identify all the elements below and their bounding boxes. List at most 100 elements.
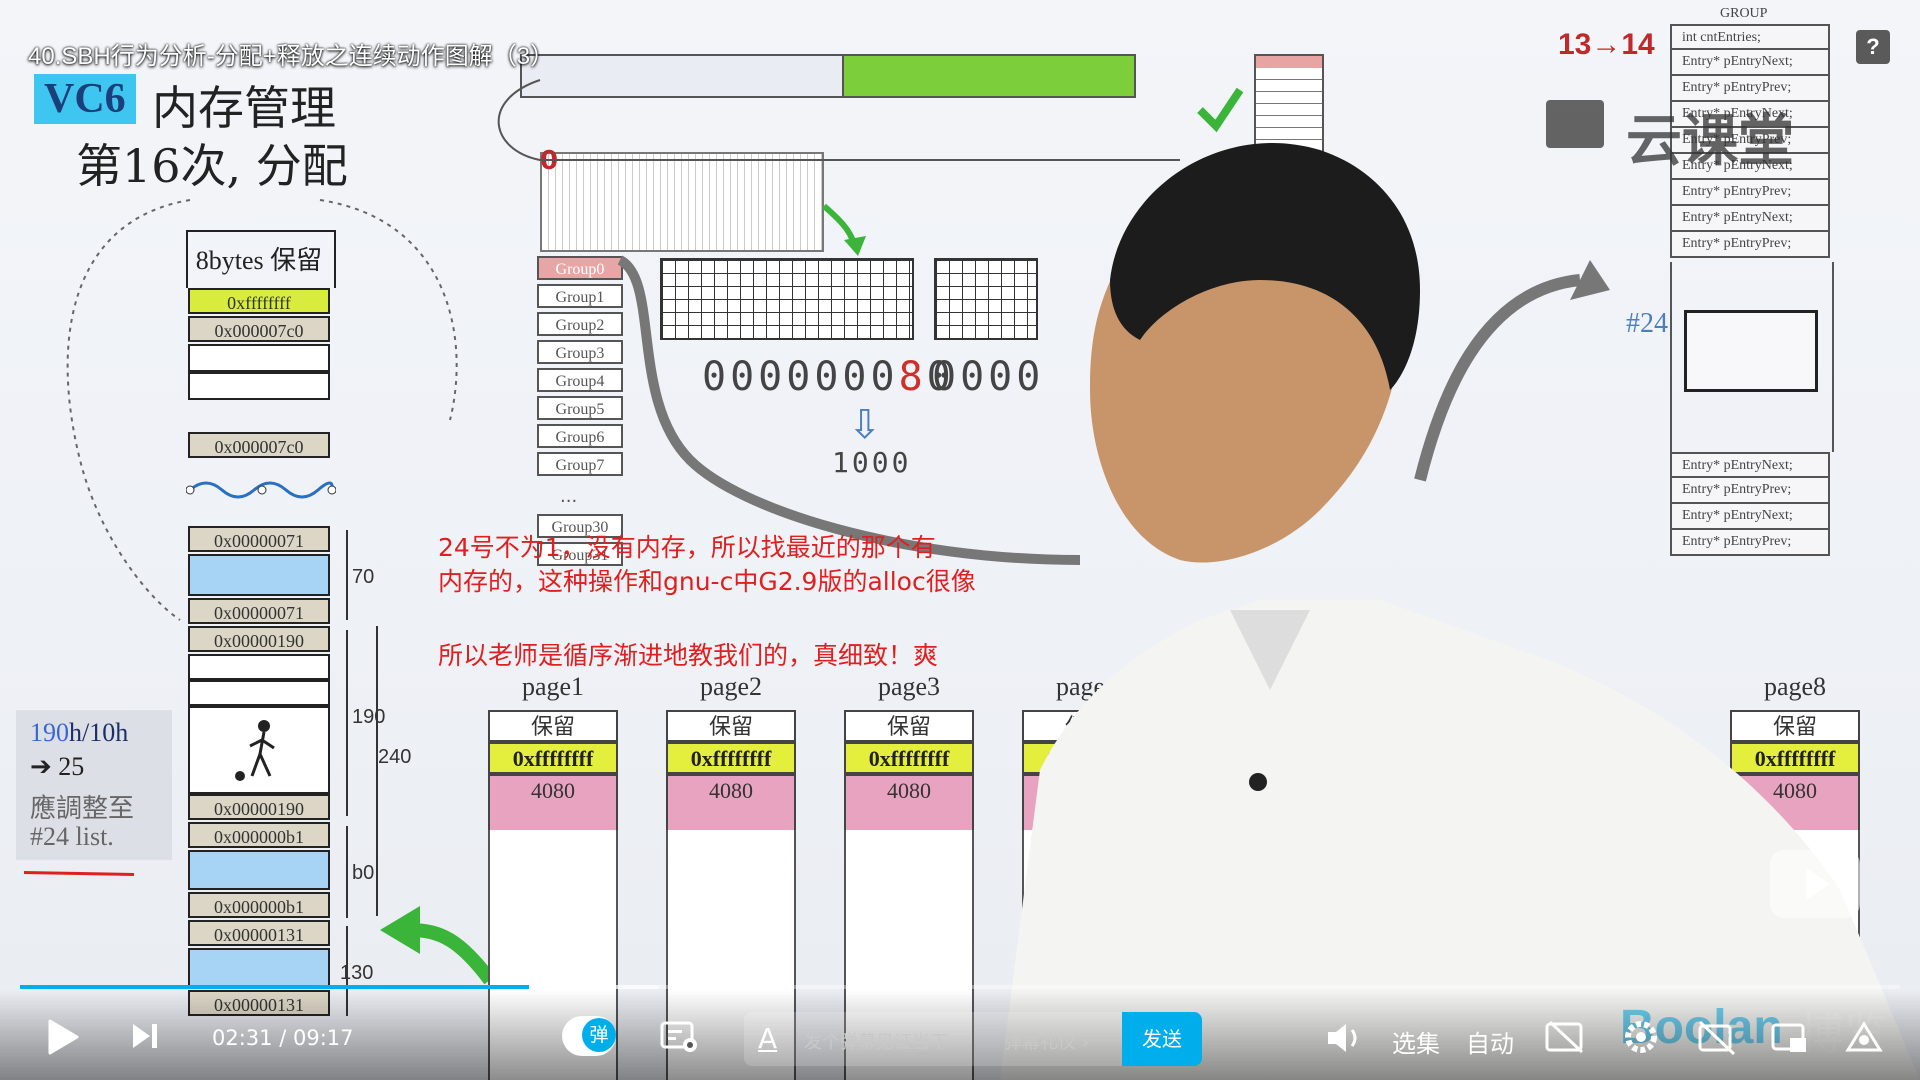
bitmap-grid bbox=[660, 258, 914, 340]
green-check-icon bbox=[1197, 87, 1244, 133]
entry-table-bottom: Entry* pEntryNext; Entry* pEntryPrev; En… bbox=[1670, 452, 1830, 556]
green-arrow-small-icon bbox=[822, 203, 866, 256]
page-marker: 0xffffffff bbox=[488, 742, 618, 774]
header-list-bar bbox=[520, 54, 844, 98]
memory-cell bbox=[188, 706, 330, 794]
progress-bar[interactable] bbox=[20, 985, 1900, 989]
group-item: Group0 bbox=[537, 256, 623, 280]
page-title: page2 bbox=[699, 672, 763, 701]
info-line: 190h/10h bbox=[30, 718, 128, 748]
info-box: 190h/10h ➔ 25 應調整至 #24 list. bbox=[16, 710, 172, 860]
fullscreen-icon bbox=[1845, 1021, 1883, 1052]
current-time: 02:31 bbox=[212, 1026, 273, 1050]
auto-quality-button[interactable]: 自动 bbox=[1466, 1030, 1514, 1058]
group-item: Group3 bbox=[537, 340, 623, 364]
page-marker: 0xffffffff bbox=[844, 742, 974, 774]
bits-highlight: 8 bbox=[898, 354, 927, 400]
memory-cell bbox=[188, 344, 330, 372]
memory-cell: 0x00000071 bbox=[188, 526, 330, 552]
region-box bbox=[540, 152, 824, 252]
settings-button[interactable] bbox=[1620, 1016, 1662, 1058]
page-value: 4080 bbox=[666, 774, 796, 832]
entry-row: Entry* pEntryPrev; bbox=[1670, 232, 1830, 258]
dotted-curve bbox=[66, 199, 458, 621]
group-item: Group4 bbox=[537, 368, 623, 392]
page-body bbox=[844, 830, 974, 1080]
memory-cell bbox=[188, 554, 330, 596]
slide-subtitle: 第16次, 分配 bbox=[76, 139, 348, 193]
page-marker: 0xffffffff bbox=[666, 742, 796, 774]
page-value: 4080 bbox=[488, 774, 618, 832]
send-button[interactable]: 发送 bbox=[1122, 1012, 1202, 1066]
info-line: #24 list. bbox=[30, 822, 114, 851]
page-reserved: 保留 bbox=[1730, 710, 1860, 742]
danmaku-toggle[interactable]: 弹 bbox=[562, 1016, 616, 1056]
dim-label: 190 bbox=[352, 706, 386, 728]
play-button[interactable] bbox=[46, 1018, 80, 1056]
video-title: 40.SBH行为分析-分配+释放之连续动作图解（3） bbox=[28, 43, 555, 70]
page-reserved: 保留 bbox=[666, 710, 796, 742]
entry-row: Entry* pEntryPrev; bbox=[1670, 128, 1830, 154]
bitmap-grid bbox=[934, 258, 1038, 340]
memory-cell: 0x00000131 bbox=[188, 920, 330, 946]
column-label: 8bytes 保留 bbox=[195, 246, 323, 275]
page-reserved: 保留 bbox=[488, 710, 618, 742]
info-line: 應調整至 bbox=[30, 794, 135, 823]
memory-cell bbox=[188, 850, 330, 890]
danmaku-settings-icon bbox=[660, 1021, 697, 1052]
dim-label: 240 bbox=[378, 746, 412, 768]
episodes-button[interactable]: 选集 bbox=[1392, 1030, 1440, 1058]
page-reserved: 保留 bbox=[844, 710, 974, 742]
memory-cell bbox=[188, 372, 330, 400]
group-item: Group1 bbox=[537, 284, 623, 308]
pip-button[interactable] bbox=[1696, 1018, 1738, 1058]
slide-number: 13→14 bbox=[1558, 28, 1655, 61]
page-title: page1 bbox=[521, 672, 585, 701]
danmaku-style-icon[interactable]: A bbox=[758, 1022, 778, 1055]
dim-label: 70 bbox=[352, 566, 375, 588]
entry-row: Entry* pEntryNext; bbox=[1670, 154, 1830, 180]
next-icon bbox=[133, 1024, 157, 1048]
connector-curves bbox=[497, 79, 1610, 565]
help-button[interactable]: ? bbox=[1856, 30, 1890, 64]
fullscreen-button[interactable] bbox=[1844, 1020, 1884, 1056]
page-title: page8 bbox=[1763, 672, 1827, 701]
group-item: Group7 bbox=[537, 452, 623, 476]
danmaku-input[interactable]: A 发个弹幕见证当下 弹幕礼仪 › bbox=[744, 1012, 1122, 1066]
dim-line bbox=[376, 626, 378, 916]
group-label: GROUP bbox=[1720, 6, 1768, 21]
bits-prefix: 0000000 bbox=[702, 354, 899, 400]
progress-fill bbox=[20, 985, 530, 989]
danmaku-etiquette-link[interactable]: 弹幕礼仪 › bbox=[1004, 1032, 1089, 1053]
duration: 09:17 bbox=[292, 1026, 354, 1050]
subtitle-button[interactable] bbox=[1544, 1018, 1586, 1056]
page-title: page3 bbox=[877, 672, 941, 701]
dim-label: 130 bbox=[340, 962, 374, 984]
info-rest: h/10h bbox=[69, 718, 129, 747]
note-line: 24号不为1，没有内存，所以找最近的那个有 bbox=[438, 533, 936, 562]
web-fullscreen-button[interactable] bbox=[1770, 1020, 1810, 1056]
group-item: Group6 bbox=[537, 424, 623, 448]
danmaku-toggle-label: 弹 bbox=[582, 1018, 616, 1052]
entry-row: int cntEntries; bbox=[1670, 24, 1830, 50]
mini-tv-icon[interactable] bbox=[1770, 850, 1860, 918]
bits-suffix: 0 bbox=[926, 354, 955, 400]
volume-button[interactable] bbox=[1324, 1020, 1364, 1056]
entry-row: Entry* pEntryNext; bbox=[1670, 206, 1830, 232]
slide-title-cn: 内存管理 bbox=[152, 81, 336, 135]
group-item: Group30 bbox=[537, 514, 623, 538]
slide-title-en: VC6 bbox=[34, 74, 136, 124]
wavy-break bbox=[186, 481, 336, 499]
dim-line bbox=[346, 630, 348, 816]
next-button[interactable] bbox=[130, 1020, 160, 1052]
green-arrow-icon bbox=[380, 906, 496, 985]
group-item: Group5 bbox=[537, 396, 623, 420]
danmaku-settings-button[interactable] bbox=[660, 1020, 700, 1054]
header-list-green bbox=[842, 54, 1136, 98]
web-fullscreen-icon bbox=[1771, 1023, 1806, 1052]
entry-row: Entry* pEntryPrev; bbox=[1670, 530, 1830, 556]
group-ellipsis: ... bbox=[560, 486, 578, 507]
memory-cell: 0x00000131 bbox=[188, 990, 330, 1016]
